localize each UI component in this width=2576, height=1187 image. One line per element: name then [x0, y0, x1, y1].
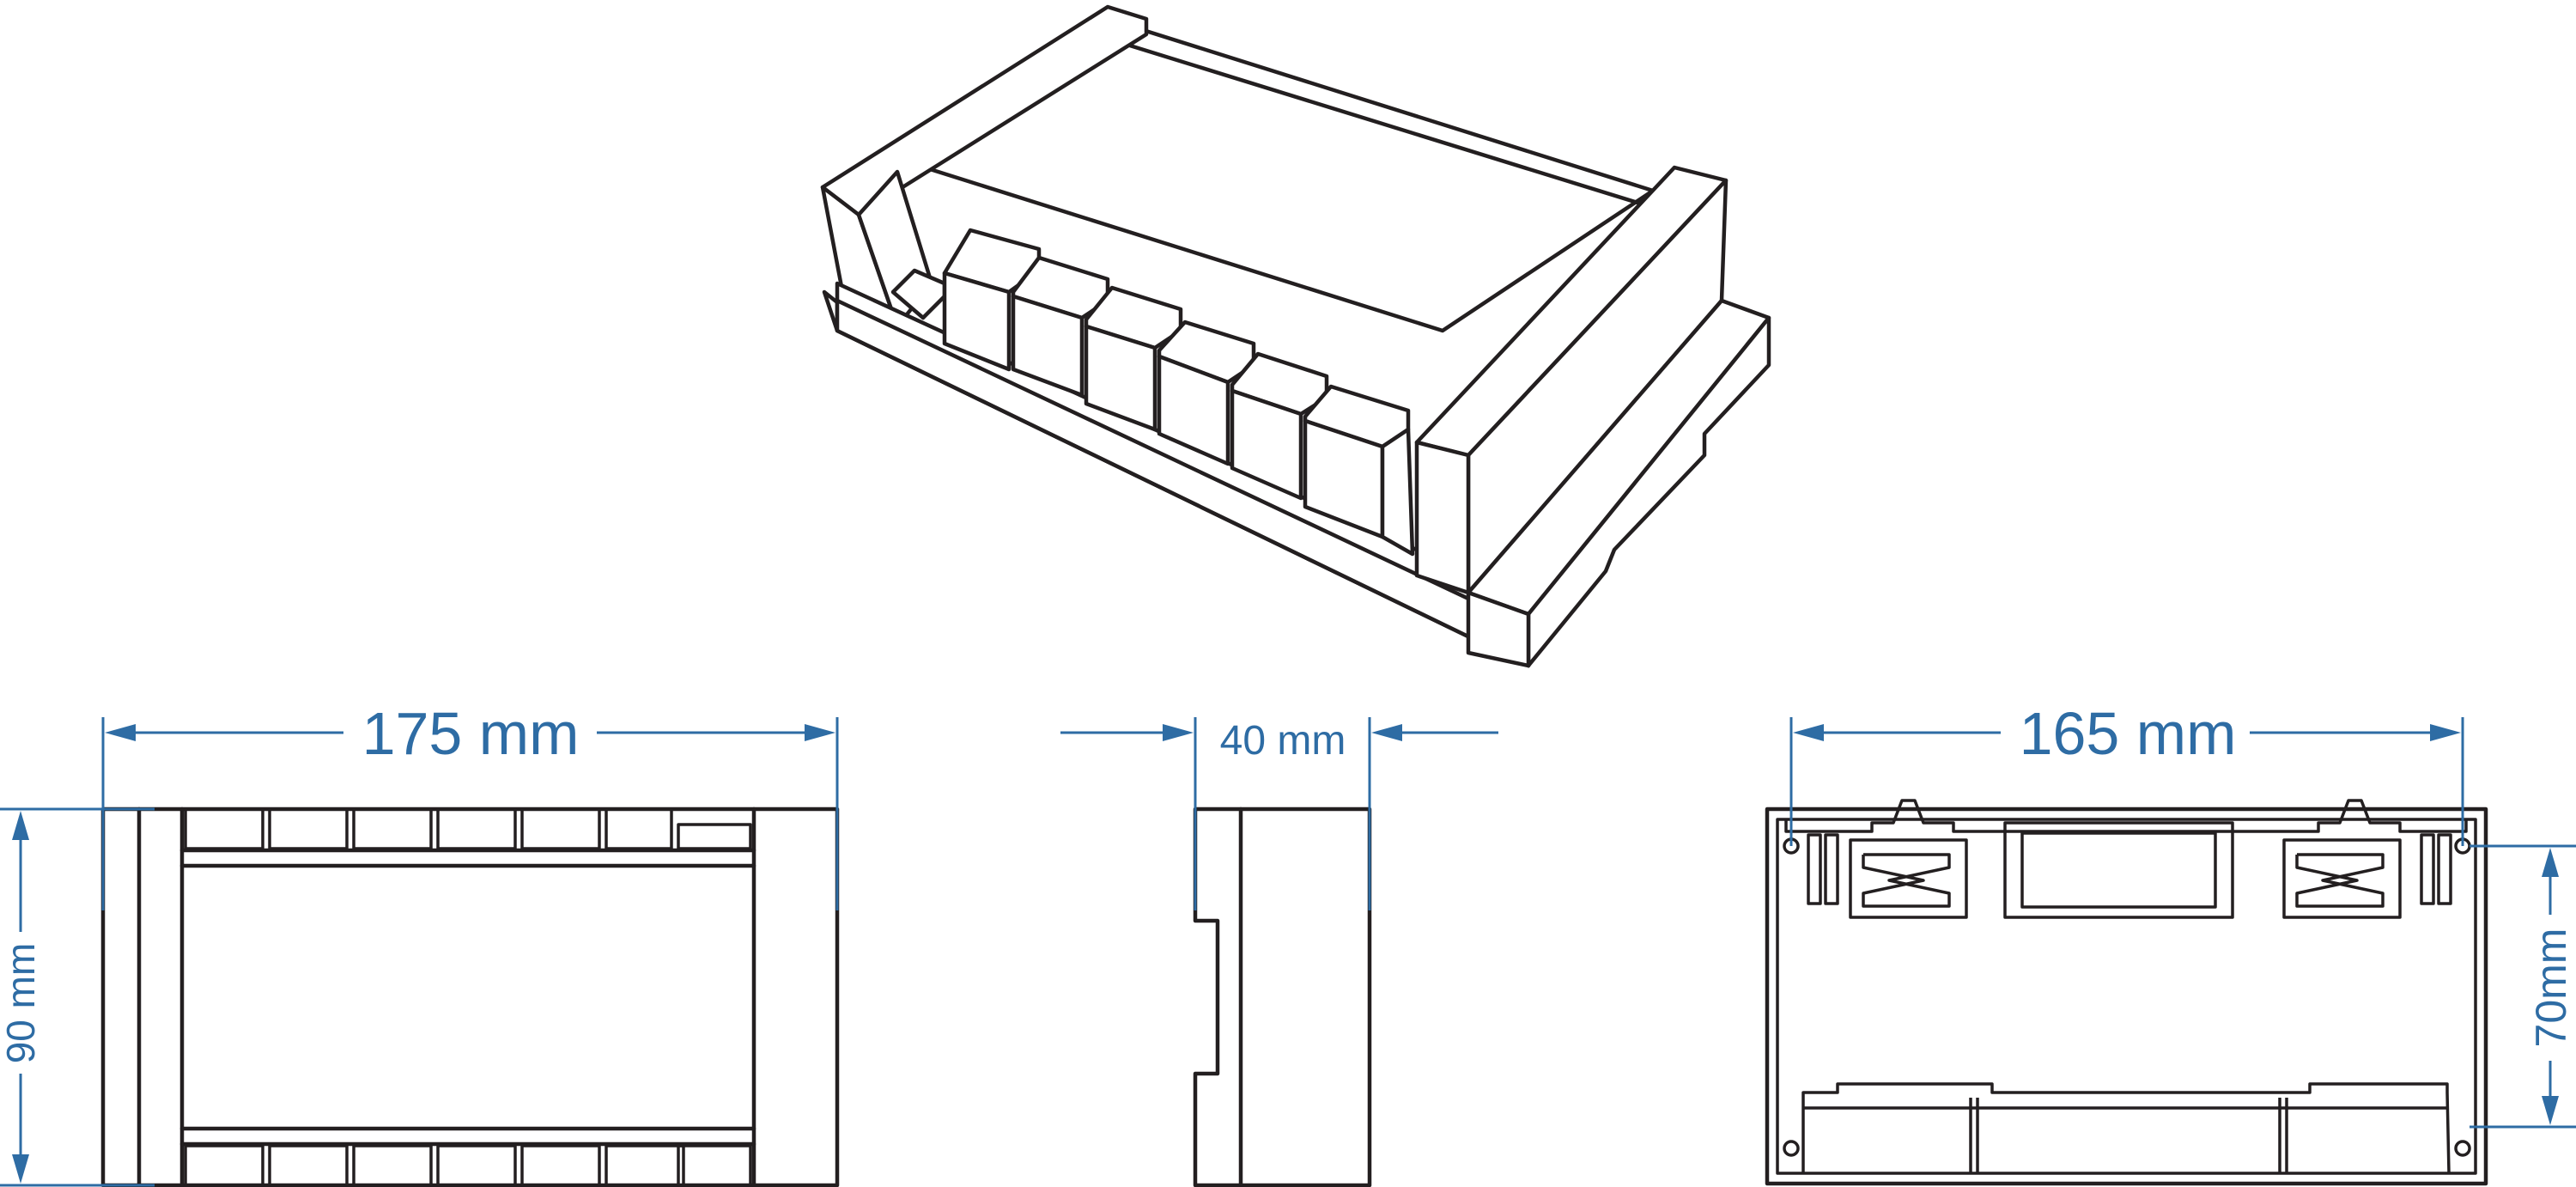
front-height-label: 90 mm — [0, 943, 43, 1064]
side-depth-dimension: 40 mm — [1060, 717, 1498, 910]
front-top-terminals — [184, 807, 752, 850]
front-width-label: 175 mm — [362, 700, 580, 767]
side-depth-label: 40 mm — [1220, 718, 1346, 764]
front-view: 175 mm 90 mm — [0, 700, 840, 1187]
isometric-view — [820, 4, 1771, 668]
back-height-dimension: 70mm — [2470, 844, 2576, 1129]
back-width-label: 165 mm — [2020, 700, 2237, 767]
back-width-dimension: 165 mm — [1789, 700, 2464, 846]
mount-hole-bottom-right — [2454, 1140, 2471, 1157]
terminal-blocks — [890, 228, 1415, 557]
front-height-dimension: 90 mm — [0, 807, 155, 1187]
front-bottom-terminals — [184, 1144, 752, 1187]
mount-hole-bottom-left — [1783, 1140, 1800, 1157]
front-width-dimension: 175 mm — [101, 700, 839, 910]
side-view: 40 mm — [1060, 717, 1498, 1187]
back-view: 165 mm 70mm — [1765, 700, 2576, 1186]
back-height-label: 70mm — [2527, 928, 2575, 1048]
